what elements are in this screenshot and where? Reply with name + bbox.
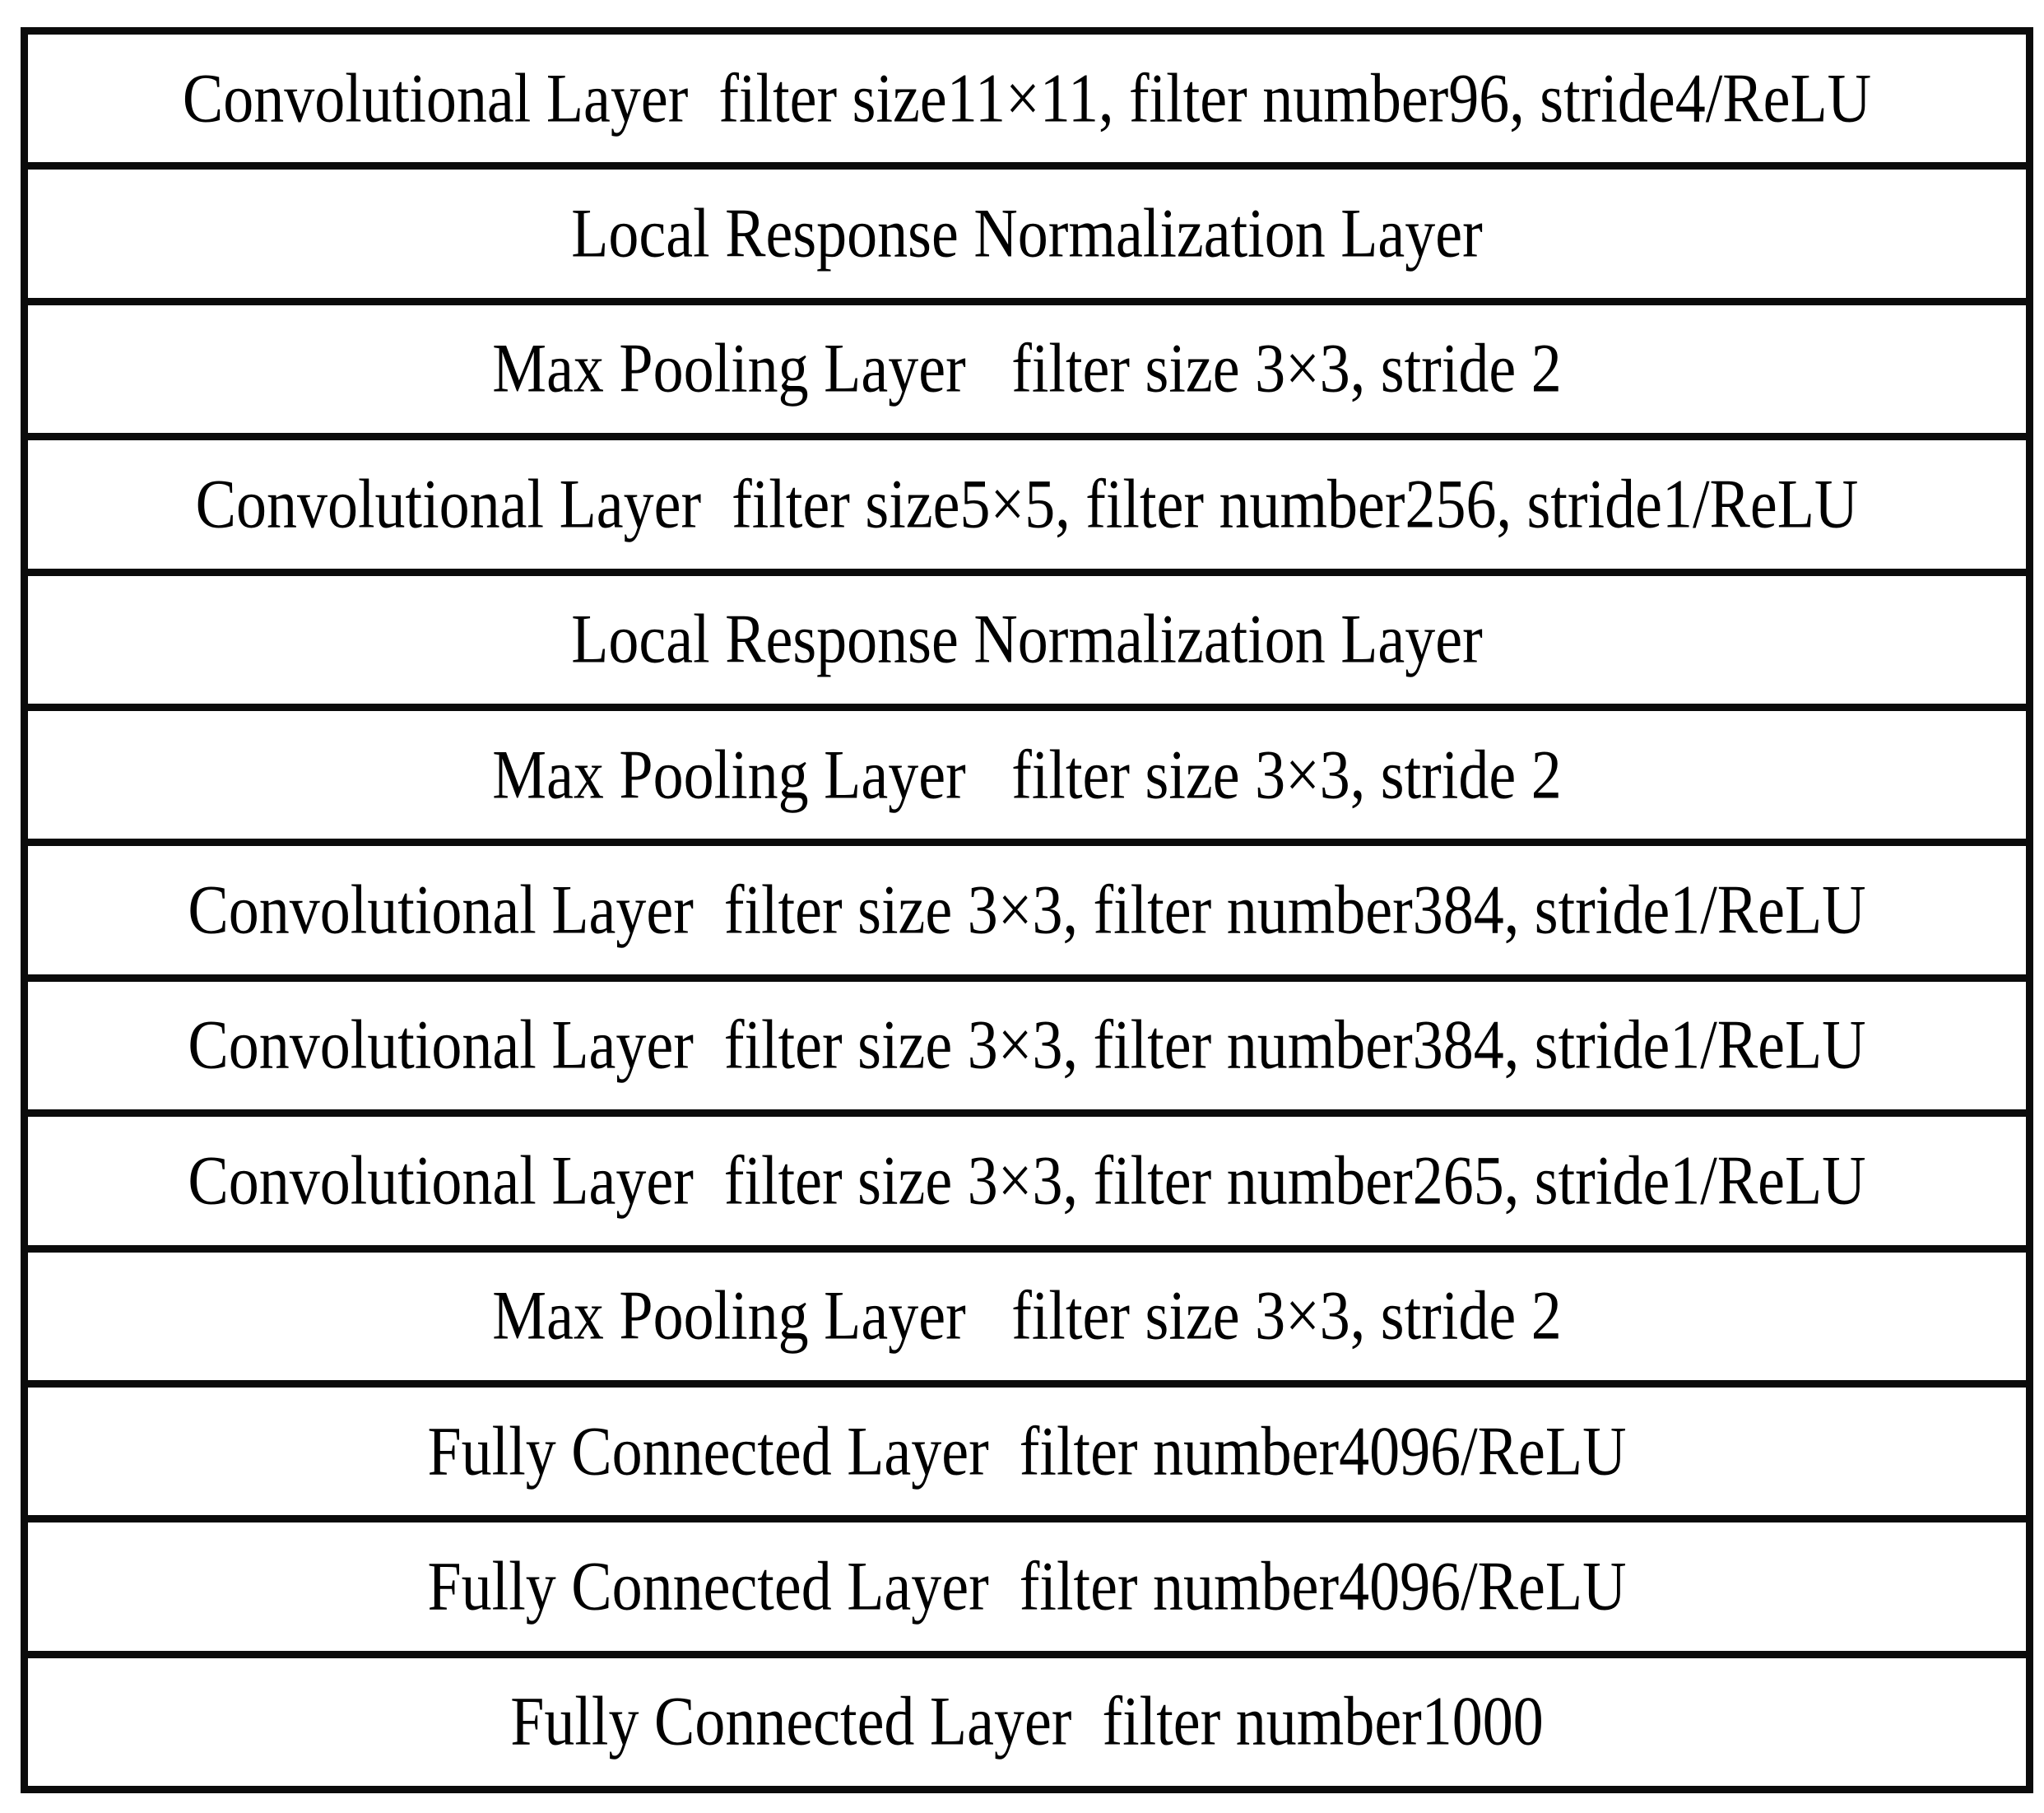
layer-label: Fully Connected Layer filter number1000: [510, 1683, 1544, 1761]
layer-label: Fully Connected Layer filter number4096/…: [427, 1412, 1627, 1490]
layer-row-convolutional: Convolutional Layer filter size 3×3, fil…: [28, 846, 2026, 982]
layer-row-max-pooling: Max Pooling Layer filter size 3×3, strid…: [28, 304, 2026, 441]
layer-label: Convolutional Layer filter size5×5, filt…: [195, 466, 1859, 543]
layer-row-fully-connected: Fully Connected Layer filter number4096/…: [28, 1387, 2026, 1523]
layer-label: Local Response Normalization Layer: [571, 195, 1483, 272]
layer-label: Convolutional Layer filter size 3×3, fil…: [188, 1142, 1866, 1220]
layer-row-max-pooling: Max Pooling Layer filter size 3×3, strid…: [28, 710, 2026, 847]
layer-row-convolutional: Convolutional Layer filter size 3×3, fil…: [28, 1117, 2026, 1253]
layer-label: Max Pooling Layer filter size 3×3, strid…: [492, 1277, 1562, 1355]
layer-label: Fully Connected Layer filter number4096/…: [427, 1548, 1627, 1625]
layer-label: Convolutional Layer filter size11×11, fi…: [182, 59, 1872, 137]
layer-row-fully-connected: Fully Connected Layer filter number4096/…: [28, 1522, 2026, 1658]
layer-row-fully-connected: Fully Connected Layer filter number1000: [28, 1657, 2026, 1787]
layer-stack-diagram: Convolutional Layer filter size11×11, fi…: [21, 27, 2033, 1793]
layer-row-local-response-normalization: Local Response Normalization Layer: [28, 170, 2026, 305]
layer-row-convolutional: Convolutional Layer filter size5×5, filt…: [28, 440, 2026, 576]
layer-label: Local Response Normalization Layer: [571, 601, 1483, 678]
layer-label: Max Pooling Layer filter size 3×3, strid…: [492, 330, 1562, 408]
layer-label: Convolutional Layer filter size 3×3, fil…: [188, 872, 1866, 949]
layer-label: Max Pooling Layer filter size 3×3, strid…: [492, 736, 1562, 814]
layer-row-convolutional: Convolutional Layer filter size 3×3, fil…: [28, 981, 2026, 1118]
layer-row-convolutional: Convolutional Layer filter size11×11, fi…: [28, 35, 2026, 170]
layer-row-local-response-normalization: Local Response Normalization Layer: [28, 575, 2026, 711]
layer-label: Convolutional Layer filter size 3×3, fil…: [188, 1006, 1866, 1085]
layer-row-max-pooling: Max Pooling Layer filter size 3×3, strid…: [28, 1252, 2026, 1388]
